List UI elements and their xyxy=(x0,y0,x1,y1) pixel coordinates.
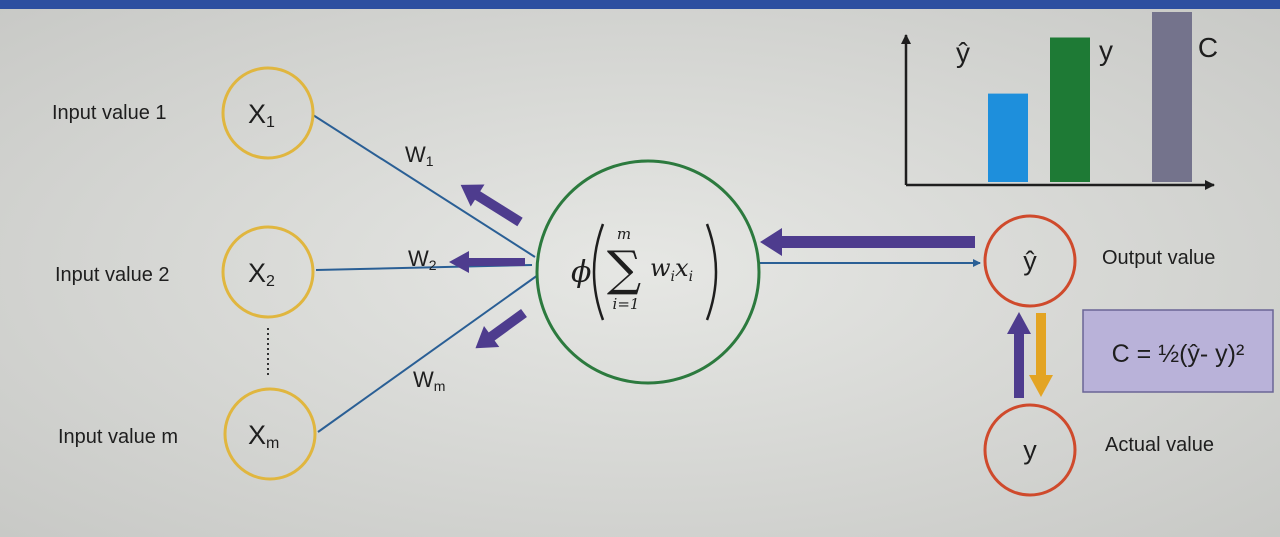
chart-bar-label-2: C xyxy=(1198,32,1218,63)
chart-bar-label-0: ŷ xyxy=(956,37,970,68)
neuron-phi: ϕ xyxy=(571,255,591,290)
input-node-2: X2 xyxy=(221,225,315,319)
edge-xm-neuron xyxy=(317,274,539,433)
chart-bar-2 xyxy=(1152,12,1192,182)
connection-lines xyxy=(312,114,981,433)
input-node-m: Xm xyxy=(223,387,317,481)
backprop-arrow-w1 xyxy=(460,184,523,227)
input-node-m-label: X xyxy=(248,420,266,450)
weight-label-1-sub: 1 xyxy=(426,153,434,169)
neuron-term-x: x xyxy=(675,254,689,282)
svg-text:X1: X1 xyxy=(248,99,275,131)
weight-label-2-sub: 2 xyxy=(429,257,437,273)
weight-label-m-sub: m xyxy=(434,378,446,394)
weight-label-m: W xyxy=(413,367,434,392)
input-node-1-label: X xyxy=(248,99,266,129)
backprop-arrow-w2 xyxy=(449,251,525,273)
svg-text:W2: W2 xyxy=(408,246,437,273)
neuron-term-x-sub: i xyxy=(689,269,693,285)
weight-label-2: W xyxy=(408,246,429,271)
input-label-1: Input value 1 xyxy=(52,102,167,124)
neuron-term-w: w xyxy=(650,254,671,282)
input-node-m-sub: m xyxy=(266,435,279,452)
backprop-arrow-wm xyxy=(475,308,527,349)
output-value-label: Output value xyxy=(1102,247,1215,269)
output-node: ŷ xyxy=(983,214,1077,308)
neuron-sum-bottom: i=1 xyxy=(613,295,640,313)
weight-label-1: W xyxy=(405,142,426,167)
input-label-m: Input value m xyxy=(58,426,178,448)
svg-text:X2: X2 xyxy=(248,258,275,290)
neuron-paren-right xyxy=(705,223,718,321)
actual-node: y xyxy=(983,403,1077,497)
neuron-paren-left xyxy=(592,223,605,321)
backprop-arrow-output xyxy=(760,228,975,256)
actual-to-output-arrow xyxy=(1007,312,1031,398)
top-border xyxy=(0,0,1280,9)
edge-x1-neuron xyxy=(312,114,536,258)
neuron-term-w-sub: i xyxy=(671,269,675,285)
cost-formula: C = ½(ŷ- y)² xyxy=(1112,340,1245,368)
neuron-sigma: ∑ xyxy=(607,241,641,297)
actual-node-label: y xyxy=(1023,435,1037,465)
chart-bar-label-1: y xyxy=(1099,35,1113,66)
svg-text:Wm: Wm xyxy=(413,367,445,394)
neuron-sum-top: m xyxy=(617,225,631,243)
input-node-1: X1 xyxy=(221,66,315,160)
neuron-node: ϕ m ∑ i=1 wixi xyxy=(535,159,761,385)
input-node-2-label: X xyxy=(248,258,266,288)
svg-text:W1: W1 xyxy=(405,142,434,169)
actual-value-label: Actual value xyxy=(1105,434,1214,456)
input-node-1-sub: 1 xyxy=(266,114,275,131)
input-label-2: Input value 2 xyxy=(55,264,170,286)
backprop-arrows xyxy=(449,184,1031,398)
output-to-actual-arrow xyxy=(1029,313,1053,397)
chart-bar-0 xyxy=(988,93,1028,182)
output-node-label: ŷ xyxy=(1023,246,1037,276)
chart-bar-1 xyxy=(1050,37,1090,182)
svg-text:Xm: Xm xyxy=(248,420,279,452)
svg-text:wixi: wixi xyxy=(650,254,693,285)
cost-formula-box: C = ½(ŷ- y)² xyxy=(1082,309,1274,393)
input-node-2-sub: 2 xyxy=(266,273,275,290)
